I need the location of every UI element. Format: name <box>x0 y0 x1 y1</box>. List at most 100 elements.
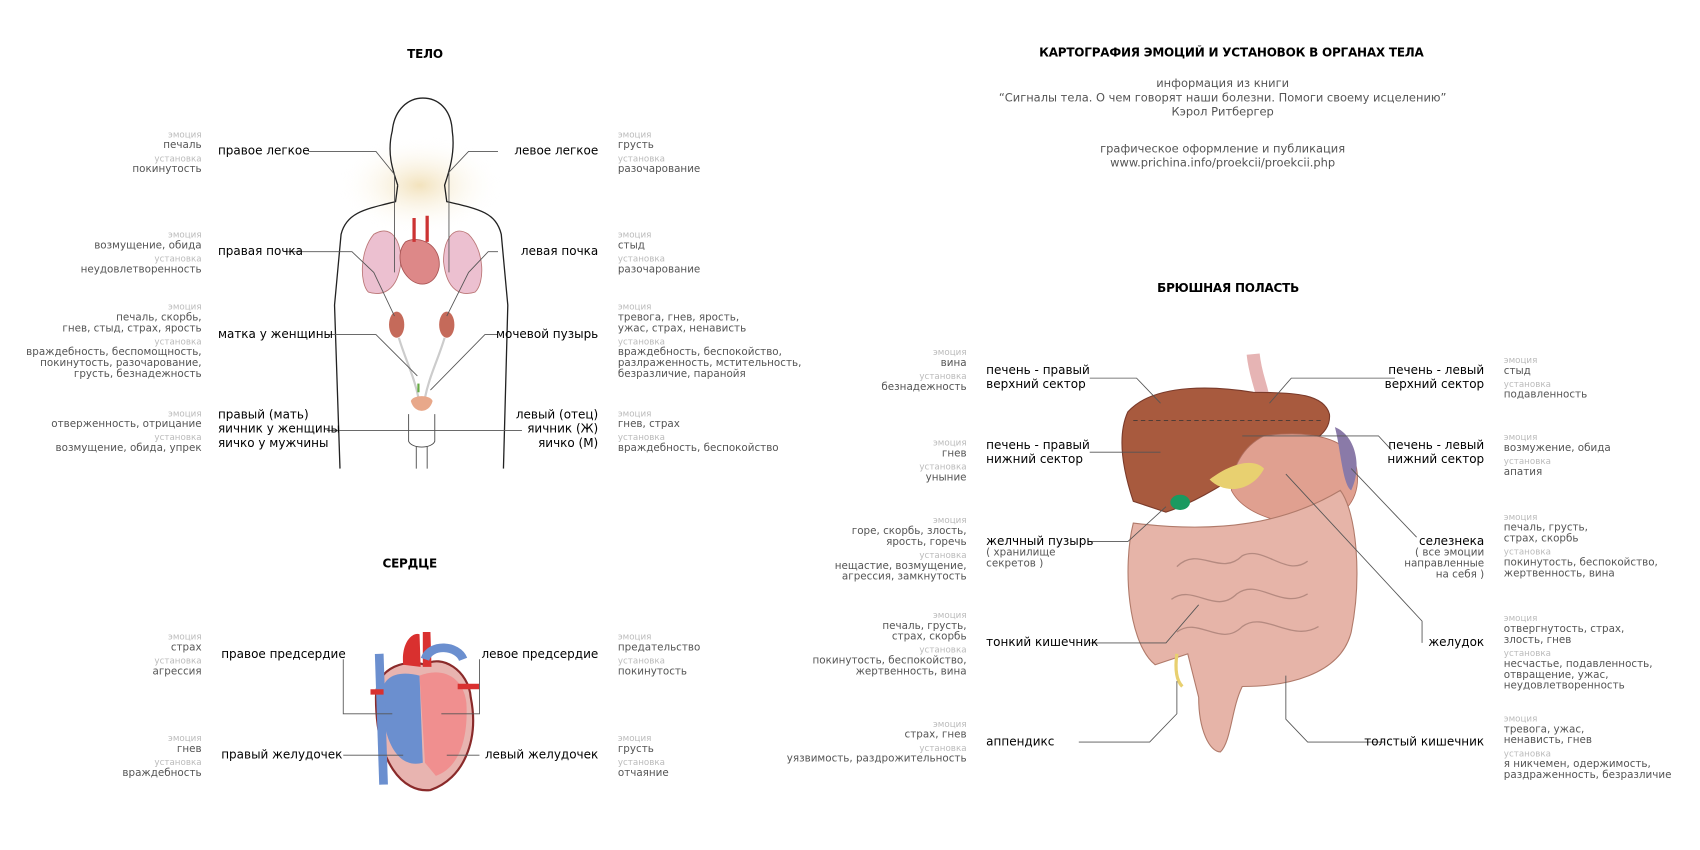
attitude-tag: установка <box>154 336 202 347</box>
attitude-tag: установка <box>617 757 666 768</box>
attitude-value: несчастье, подавленность, отвращение, уж… <box>1503 658 1653 692</box>
organ-name: толстый кишечник <box>1364 734 1485 749</box>
attitude-tag: установка <box>919 550 967 561</box>
design-intro: графическое оформление и публикация <box>1100 142 1346 156</box>
attitude-value: безнадежность <box>881 381 967 394</box>
abdomen-leader-lines <box>1078 377 1423 743</box>
attitude-tag: установка <box>154 253 202 264</box>
organ-label: правое предсердие <box>221 647 346 661</box>
emotion-tag: эмоция <box>933 438 967 448</box>
emotion-tag: эмоция <box>168 632 202 642</box>
attitude-value: неудовлетворенность <box>80 263 202 276</box>
attitude-value: апатия <box>1503 466 1543 479</box>
organ-label: печень - правый нижний сектор <box>986 438 1090 466</box>
section-title-abdomen: БРЮШНАЯ ПОЛАСТЬ <box>1157 281 1299 296</box>
emotion-tag: эмоция <box>168 301 202 312</box>
attitude-value: покинутость, беспокойство, жертвенность,… <box>1503 556 1658 580</box>
organ-name: желчный пузырь <box>986 533 1094 549</box>
section-title-body: ТЕЛО <box>407 46 443 62</box>
source-url: www.prichina.info/proekcii/proekcii.php <box>1110 156 1336 170</box>
emotion-tag: эмоция <box>617 129 652 140</box>
organ-name: матка у женщины <box>217 326 334 342</box>
organ-label: правый (мать) яичник у женщины яичко у м… <box>218 408 340 450</box>
emotion-value: страх, гнев <box>904 729 967 741</box>
attitude-value: нещастие, возмущение, агрессия, замкнуто… <box>834 560 967 583</box>
attitude-tag: установка <box>919 462 967 472</box>
organ-note: ( все эмоции направленные на себя ) <box>1404 547 1485 581</box>
organ-label: селезнека( все эмоции направленные на се… <box>1404 534 1484 581</box>
emotion-tag: эмоция <box>168 733 202 744</box>
emotion-value: гнев <box>176 743 202 756</box>
emotion-tag: эмоция <box>1503 355 1538 366</box>
emotion-tag: эмоция <box>617 229 652 240</box>
section-title-heart: СЕРДЦЕ <box>382 556 438 572</box>
organ-name: левое легкое <box>514 143 599 159</box>
attitude-tag: установка <box>1503 648 1551 659</box>
organ-label: тонкий кишечник <box>986 635 1098 649</box>
emotion-tag: эмоция <box>617 733 652 744</box>
emotion-value: стыд <box>617 239 645 252</box>
organ-label: желчный пузырь( хранилище секретов ) <box>986 534 1093 570</box>
emotion-value: гнев <box>941 447 967 460</box>
emotion-tag: эмоция <box>1503 613 1538 624</box>
emotion-value: страх <box>170 641 202 654</box>
emotion-value: печаль <box>163 139 202 152</box>
organ-name: печень - левый верхний сектор <box>1384 362 1485 392</box>
book-title: “Сигналы тела. О чем говорят наши болезн… <box>998 91 1447 105</box>
attitude-tag: установка <box>154 655 202 666</box>
organ-label: матка у женщины <box>218 327 333 341</box>
organ-name: мочевой пузырь <box>495 326 599 342</box>
organ-name: печень - правый верхний сектор <box>986 362 1090 392</box>
organ-label: правый желудочек <box>221 748 342 762</box>
attitude-tag: установка <box>154 757 202 768</box>
heart-leader-lines <box>342 659 480 756</box>
emotion-value: возмужение, обида <box>1503 442 1611 455</box>
emotion-value: отверженность, отрицание <box>51 418 202 431</box>
attitude-value: я никчемен, одержимость, раздраженность,… <box>1503 758 1672 782</box>
attitude-tag: установка <box>1503 748 1551 759</box>
organ-label: левое легкое <box>514 144 598 158</box>
attitude-value: подавленность <box>1503 389 1588 402</box>
organ-label: левый желудочек <box>485 748 598 762</box>
organ-label: левое предсердие <box>481 647 598 661</box>
attitude-tag: установка <box>617 432 666 443</box>
source-intro: информация из книги <box>1156 77 1290 91</box>
emotion-tag: эмоция <box>168 129 202 140</box>
organ-label: печень - правый верхний сектор <box>986 363 1090 391</box>
emotion-value: печаль, грусть, страх, скорбь <box>882 620 967 643</box>
emotion-tag: эмоция <box>1503 432 1538 443</box>
emotion-tag: эмоция <box>933 719 967 730</box>
emotion-tag: эмоция <box>933 515 967 526</box>
attitude-value: враждебность, беспокойство <box>617 442 779 455</box>
attitude-value: разочарование <box>617 163 701 176</box>
emotion-value: горе, скорбь, злость, ярость, горечь <box>851 525 967 549</box>
organ-name: левая почка <box>520 244 599 259</box>
organ-name: правый (мать) яичник у женщины яичко у м… <box>217 407 341 451</box>
organ-label: печень - левый нижний сектор <box>1387 438 1484 466</box>
emotion-value: тревога, гнев, ярость, ужас, страх, нена… <box>617 311 747 335</box>
book-author: Кэрол Ритбергер <box>1171 105 1274 119</box>
emotion-value: вина <box>940 357 967 370</box>
emotion-tag: эмоция <box>168 229 202 240</box>
emotion-tag: эмоция <box>1503 713 1538 724</box>
attitude-tag: установка <box>154 432 202 443</box>
attitude-value: разочарование <box>617 263 701 276</box>
organ-name: тонкий кишечник <box>986 635 1099 650</box>
emotion-value: предательство <box>617 641 701 654</box>
